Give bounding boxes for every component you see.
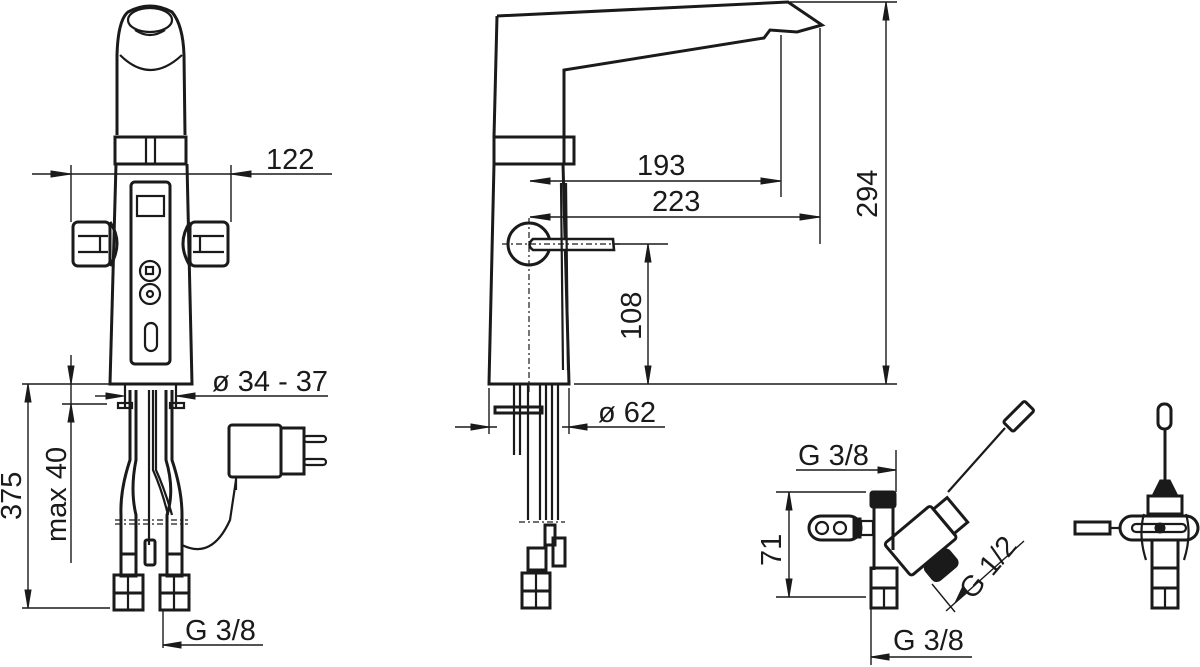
front-body — [108, 163, 194, 386]
front-collar — [113, 135, 188, 166]
front-control-panel — [129, 180, 172, 366]
front-hoses — [115, 390, 188, 567]
dim-reach-outer: 223 — [652, 186, 701, 218]
dim-deck-thickness: max 40 — [41, 446, 73, 542]
dim-handle-span: 122 — [266, 144, 315, 176]
front-left-handle — [71, 220, 119, 268]
valve-unit-view — [776, 400, 1035, 665]
front-fittings — [112, 552, 191, 612]
front-right-handle — [181, 220, 230, 268]
valve-unit-rear-view — [1073, 402, 1200, 610]
dim-overall-length: 375 — [0, 471, 28, 520]
dim-inlet-thread-top: G 3/8 — [798, 440, 869, 472]
dim-outlet-thread-bottom: G 3/8 — [893, 625, 964, 657]
dim-lever-height: 108 — [616, 291, 648, 340]
front-view — [22, 4, 332, 649]
dim-valve-height: 71 — [756, 533, 788, 566]
side-hoses — [493, 384, 567, 610]
dim-connection-thread: G 3/8 — [185, 615, 256, 647]
side-view — [455, 0, 897, 610]
front-spout-head — [115, 4, 187, 136]
valve-angled-body — [883, 495, 970, 583]
dim-overall-height: 294 — [852, 169, 884, 218]
side-lever — [502, 182, 620, 395]
dim-base-diameter: ø 62 — [598, 397, 657, 429]
power-adapter — [181, 423, 328, 551]
dim-hole-diameter: ø 34 - 37 — [212, 366, 329, 398]
dim-reach-inner: 193 — [637, 150, 686, 182]
